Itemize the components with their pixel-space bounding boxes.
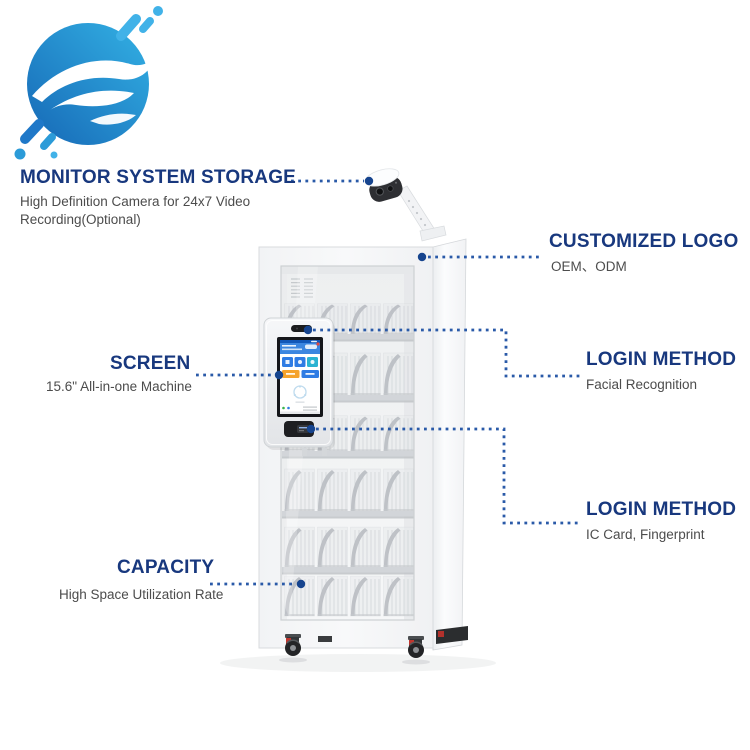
cabinet-side-panel <box>432 238 467 651</box>
customized-logo-desc: OEM、ODM <box>551 259 627 274</box>
brand-logo <box>14 6 163 160</box>
caster-left <box>284 633 302 657</box>
monitor-storage-title: MONITOR SYSTEM STORAGE <box>20 167 297 188</box>
rear-caster <box>436 626 468 644</box>
kiosk-screen-panel <box>263 317 335 456</box>
capacity-desc: High Space Utilization Rate <box>59 587 224 602</box>
screen-action-buttons <box>282 370 319 378</box>
panel-mount <box>302 448 307 456</box>
panel-mount <box>322 448 327 456</box>
connector-login-ic <box>306 424 580 525</box>
connector-monitor <box>291 176 374 186</box>
connector-screen <box>196 370 284 380</box>
login-method-ic-title: LOGIN METHOD <box>586 499 737 520</box>
connector-customized-logo <box>417 252 543 262</box>
connector-login-facial <box>303 325 580 378</box>
vent-grille <box>291 278 313 298</box>
screen-title: SCREEN <box>110 353 191 374</box>
rear-caster <box>318 636 332 642</box>
surveillance-camera-icon <box>364 168 403 202</box>
ic-card-reader-icon <box>284 421 314 437</box>
casters <box>279 626 468 665</box>
screen-desc: 15.6" All-in-one Machine <box>46 379 192 394</box>
camera-arm <box>397 185 447 242</box>
login-method-facial-desc: Facial Recognition <box>586 377 698 392</box>
screen-app-tiles <box>282 357 318 367</box>
login-method-ic-desc: IC Card, Fingerprint <box>586 527 705 542</box>
capacity-title: CAPACITY <box>117 557 215 578</box>
ground-shadow <box>220 654 496 672</box>
kiosk-screen <box>277 337 323 417</box>
connector-capacity <box>210 579 306 589</box>
monitor-storage-desc: High Definition Camera for 24x7 Video Re… <box>20 194 251 227</box>
logo-circle-icon <box>14 6 163 160</box>
callout-connectors <box>196 176 580 589</box>
caster-right <box>407 635 425 659</box>
login-method-facial-title: LOGIN METHOD <box>586 349 737 370</box>
customized-logo-title: CUSTOMIZED LOGO <box>549 231 739 252</box>
